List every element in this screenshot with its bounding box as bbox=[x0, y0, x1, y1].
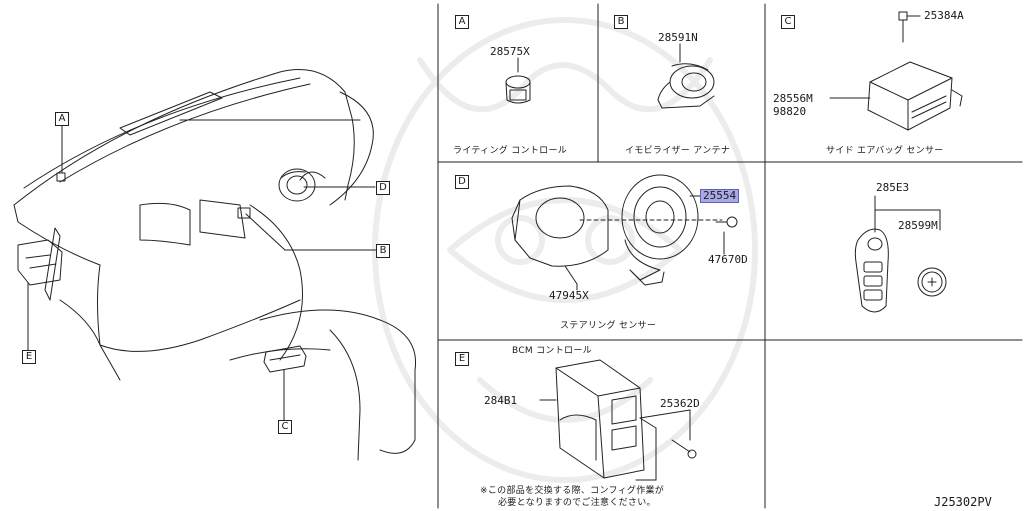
part-number-98820[interactable]: 98820 bbox=[773, 105, 807, 118]
panel-e-label: E bbox=[455, 352, 469, 366]
panel-b-caption: イモビライザー アンテナ bbox=[625, 146, 731, 156]
part-number-25384a[interactable]: 25384A bbox=[924, 9, 964, 22]
part-number-28556m[interactable]: 28556M bbox=[773, 92, 813, 105]
part-28556m-sketch bbox=[829, 11, 963, 131]
panel-a-caption: ライティング コントロール bbox=[453, 146, 568, 156]
part-number-25362d[interactable]: 25362D bbox=[660, 397, 700, 410]
overview-leaders bbox=[27, 123, 377, 421]
part-28591n-sketch bbox=[657, 43, 715, 109]
panel-e-note-line2: 必要となりますのでご注意ください。 bbox=[498, 498, 656, 508]
part-number-25554-highlighted[interactable]: 25554 bbox=[700, 189, 740, 203]
part-47945x-sketch bbox=[511, 185, 609, 291]
part-number-28599m[interactable]: 28599M bbox=[898, 219, 938, 232]
part-number-28591n[interactable]: 28591N bbox=[658, 31, 698, 44]
part-number-47945x[interactable]: 47945X bbox=[549, 289, 589, 302]
part-number-28575x[interactable]: 28575X bbox=[490, 45, 530, 58]
panel-b-label: B bbox=[614, 15, 628, 29]
part-47670d-sketch bbox=[579, 216, 738, 255]
part-number-47670d[interactable]: 47670D bbox=[708, 253, 748, 266]
part-28599m-sketch bbox=[917, 267, 947, 297]
part-28575x-sketch bbox=[505, 57, 531, 104]
panel-e-note-line1: ※この部品を交換する際、コンフィグ作業が bbox=[480, 486, 665, 496]
part-number-285e3[interactable]: 285E3 bbox=[876, 181, 910, 194]
dashboard-overview bbox=[13, 69, 417, 461]
callout-b[interactable]: B bbox=[376, 244, 390, 258]
panel-c-label: C bbox=[781, 15, 795, 29]
panel-c-caption: サイド エアバッグ センサー bbox=[826, 146, 944, 156]
panel-grid bbox=[437, 3, 1023, 509]
diagram-code: J25302PV bbox=[934, 495, 992, 509]
callout-c[interactable]: C bbox=[278, 420, 292, 434]
part-25362d-sketch bbox=[635, 409, 697, 481]
callout-d[interactable]: D bbox=[376, 181, 390, 195]
panel-d-caption: ステアリング センサー bbox=[560, 321, 657, 331]
watermark-emblem bbox=[372, 17, 758, 483]
callout-a[interactable]: A bbox=[55, 112, 69, 126]
part-284b1-sketch bbox=[539, 359, 645, 479]
panel-d-label: D bbox=[455, 175, 469, 189]
callout-e[interactable]: E bbox=[22, 350, 36, 364]
part-number-284b1[interactable]: 284B1 bbox=[484, 394, 518, 407]
panel-e-title: BCM コントロール bbox=[512, 346, 592, 356]
panel-a-label: A bbox=[455, 15, 469, 29]
part-285e3-sketch bbox=[854, 195, 941, 313]
part-25554-sketch bbox=[621, 174, 701, 286]
